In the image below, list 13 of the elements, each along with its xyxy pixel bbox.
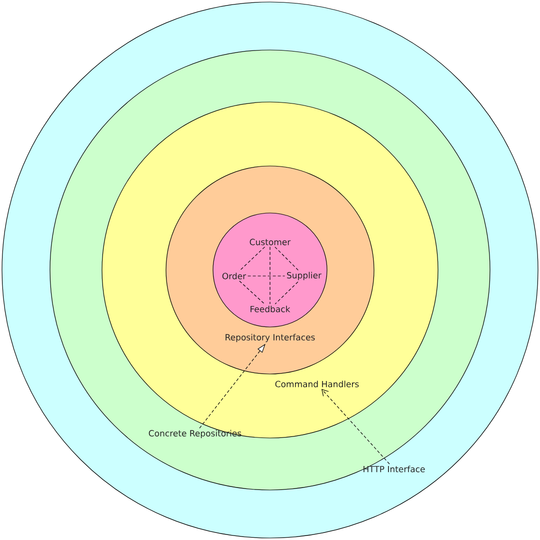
connector-line	[238, 246, 266, 272]
node-label: Command Handlers	[275, 380, 359, 388]
node-label: HTTP Interface	[364, 466, 425, 472]
node-label: Repository Interfaces	[226, 334, 315, 342]
connector-line	[274, 246, 298, 270]
node-label: Order	[222, 272, 246, 280]
connector-line	[274, 282, 298, 304]
connector-line	[239, 280, 265, 304]
node-label: Customer	[250, 238, 291, 246]
node-label: Feedback	[250, 306, 290, 312]
core-circle	[212, 212, 328, 328]
node-label: Concrete Repositories	[148, 430, 242, 438]
node-label: Supplier	[287, 272, 322, 280]
